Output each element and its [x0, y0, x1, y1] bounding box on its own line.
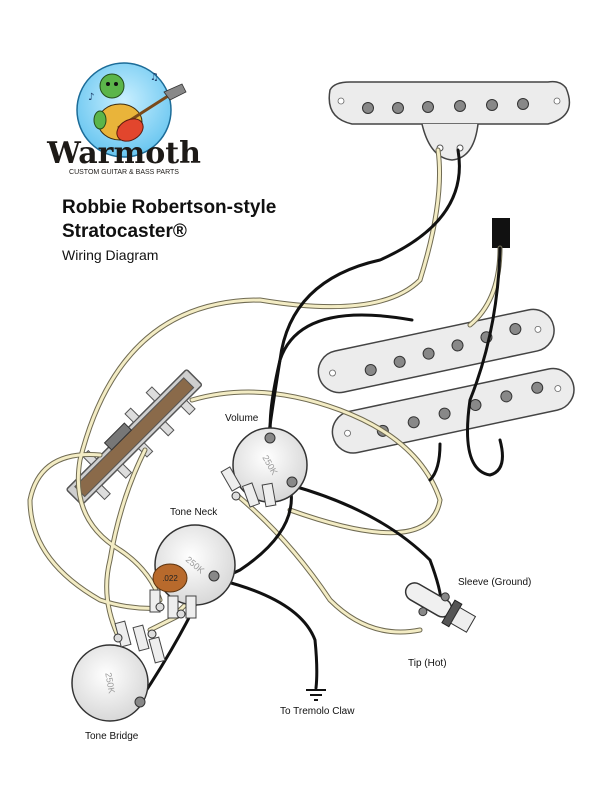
svg-text:♪: ♪	[88, 92, 94, 103]
tone-capacitor: .022	[152, 563, 188, 593]
five-way-switch	[66, 369, 203, 505]
label-sleeve: Sleeve (Ground)	[458, 577, 532, 588]
neck-pickup	[328, 80, 571, 161]
output-jack	[404, 582, 477, 633]
label-volume: Volume	[225, 413, 259, 424]
logo-tagline: CUSTOM GUITAR & BASS PARTS	[69, 169, 179, 176]
volume-pot: 250K	[220, 427, 308, 508]
label-tone-neck: Tone Neck	[170, 507, 218, 518]
title-line-1: Robbie Robertson-style	[62, 197, 277, 218]
wire-terminal-block	[492, 218, 510, 248]
diagram-subtitle: Wiring Diagram	[62, 247, 159, 263]
middle-pickup	[317, 308, 555, 394]
title-line-2: Stratocaster®	[62, 221, 187, 242]
label-tone-bridge: Tone Bridge	[85, 731, 139, 742]
logo-brand: Warmoth	[46, 136, 201, 171]
label-tremolo-claw: To Tremolo Claw	[280, 706, 355, 717]
ground-symbol	[306, 689, 326, 701]
svg-text:♫: ♫	[150, 72, 159, 83]
warmoth-logo: ♪ ♫ Warmoth CUSTOM GUITAR & BASS PARTS	[46, 62, 201, 176]
bridge-pickup	[331, 367, 575, 454]
tone-bridge-pot-value: 250K	[103, 672, 117, 694]
label-tip: Tip (Hot)	[408, 658, 447, 669]
capacitor-value: .022	[162, 574, 178, 583]
tone-bridge-pot: 250K	[71, 620, 166, 722]
title-block: Robbie Robertson-style Stratocaster® Wir…	[62, 196, 276, 266]
